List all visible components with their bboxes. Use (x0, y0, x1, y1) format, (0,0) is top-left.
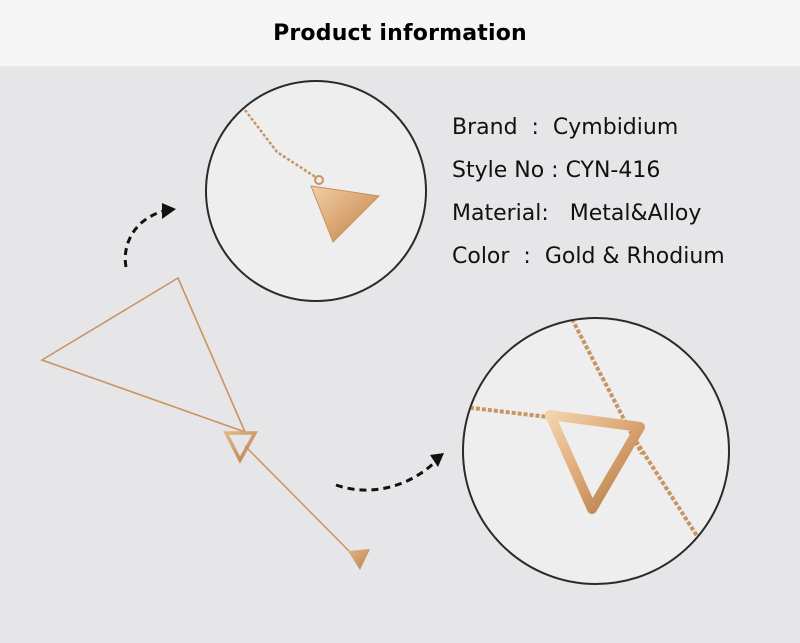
header-bar: Product information (0, 0, 800, 66)
curved-dashed-arrow-icon (330, 445, 450, 505)
product-info: Brand : Cymbidium Style No : CYN-416 Mat… (452, 110, 725, 282)
color-text: Color : Gold & Rhodium (452, 244, 725, 269)
style-no-text: Style No : CYN-416 (452, 158, 661, 183)
pendant-detail-circle (205, 80, 427, 302)
brand-text: Brand : Cymbidium (452, 115, 679, 140)
necklace-full-image (30, 270, 390, 580)
open-triangle-detail-circle (462, 317, 730, 585)
page-title: Product information (273, 20, 527, 46)
curved-dashed-arrow-icon (112, 195, 192, 275)
material-text: Material: Metal&Alloy (452, 201, 702, 226)
